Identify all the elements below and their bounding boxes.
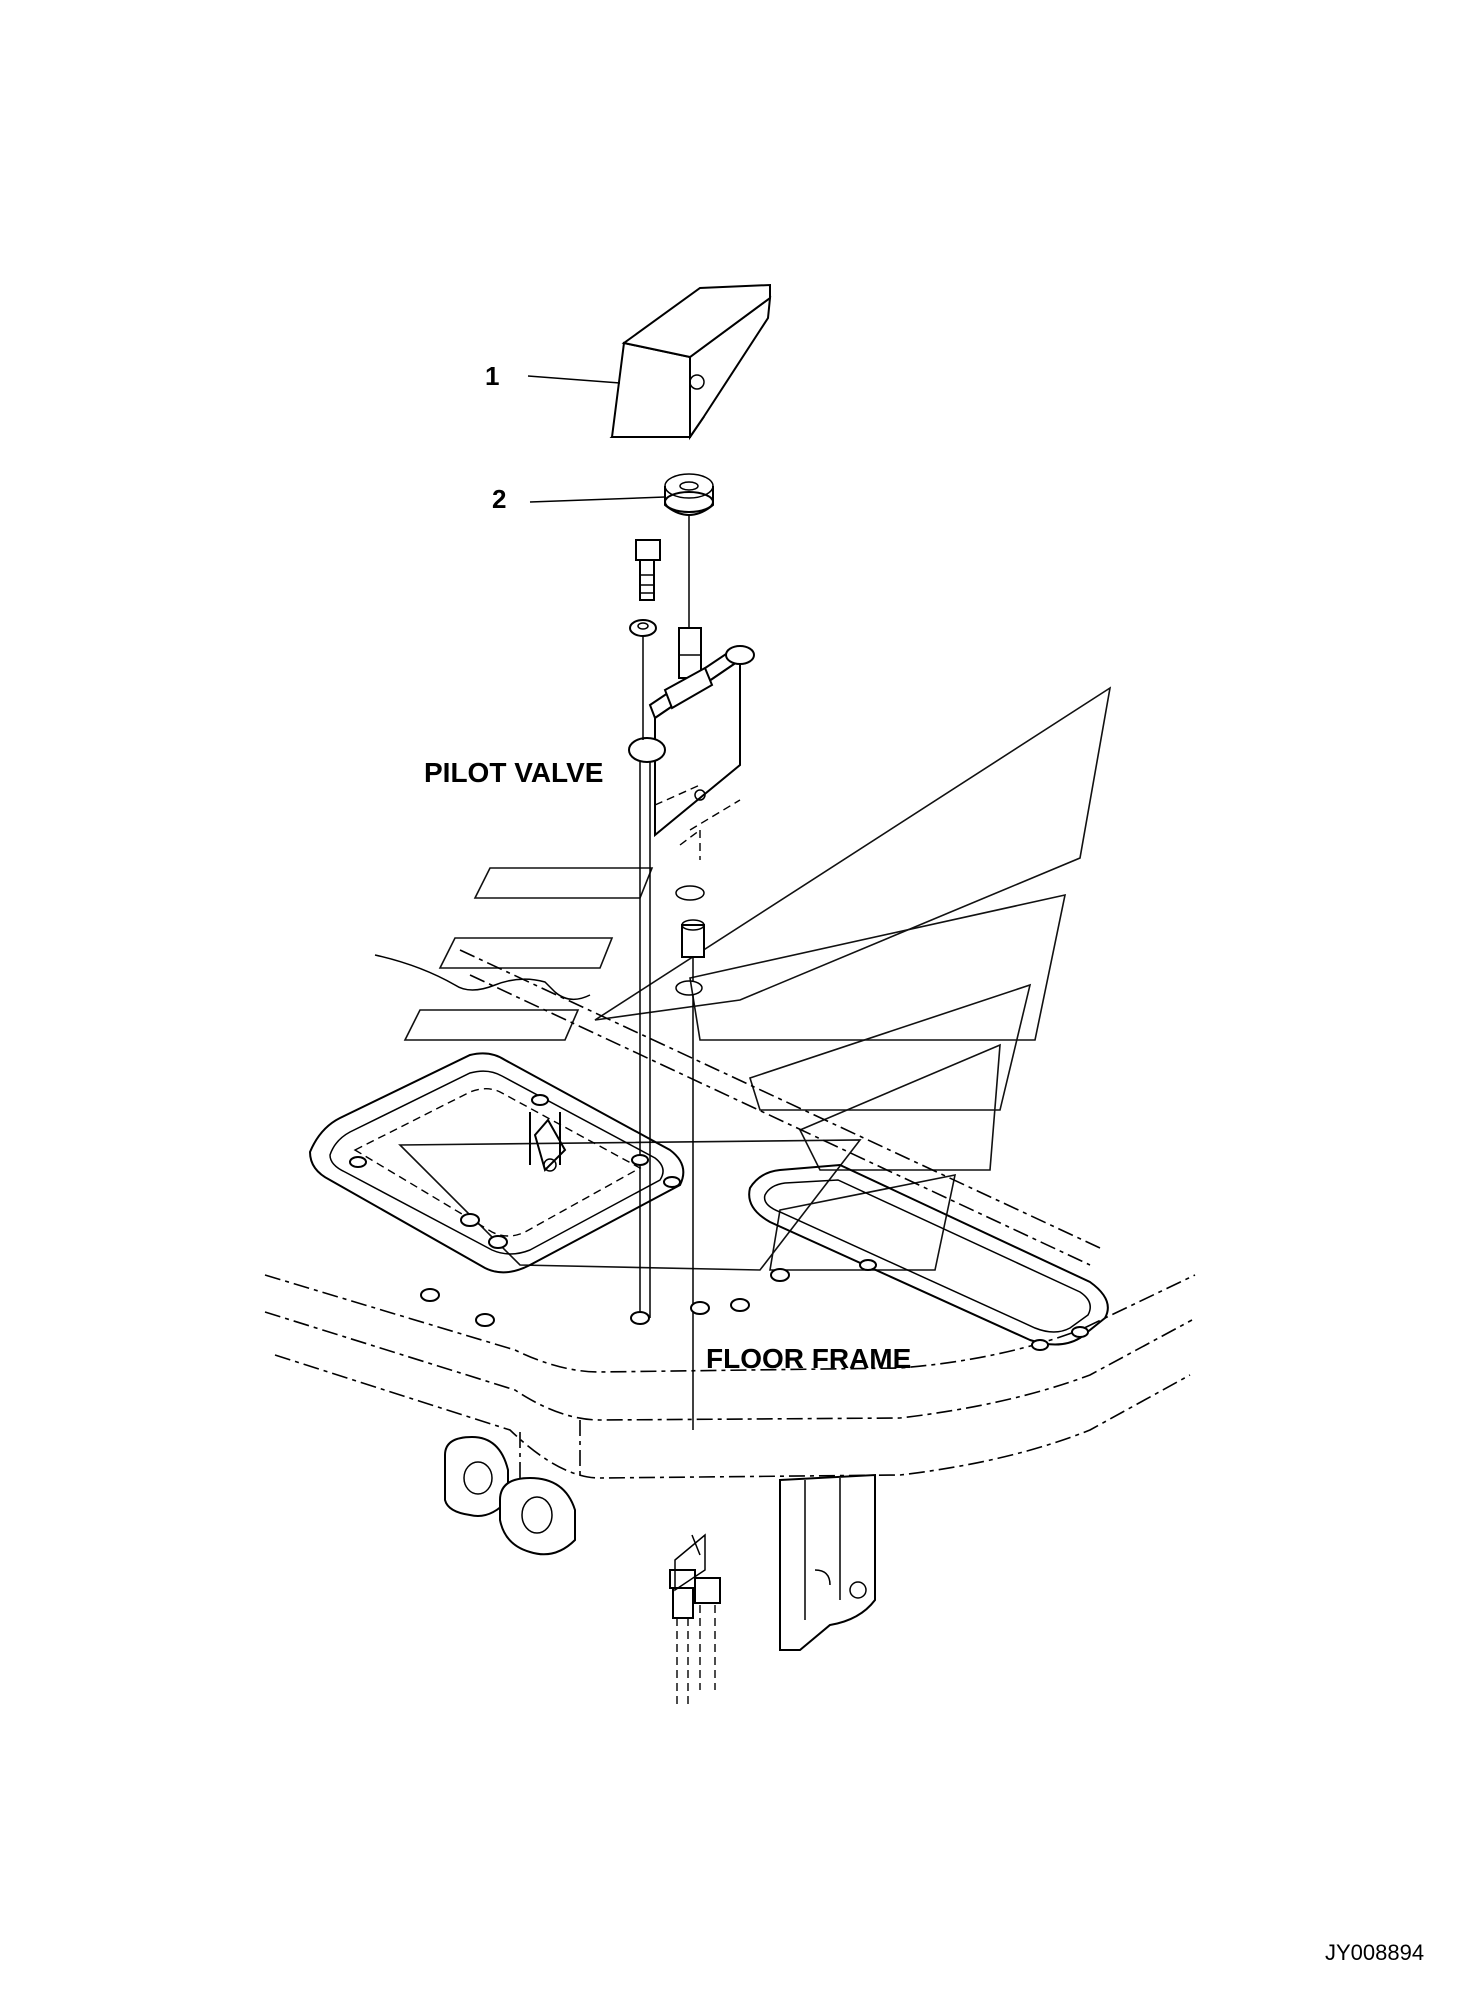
- reference-code: JY008894: [1325, 1940, 1424, 1965]
- bushing-part: [664, 473, 714, 516]
- assembly-lines: [639, 514, 694, 1430]
- floor-frame-label: FLOOR FRAME: [706, 1343, 911, 1374]
- mount-lugs: [444, 1435, 876, 1651]
- leader-lines: [527, 375, 666, 503]
- floor-frame-part: [264, 949, 1196, 1480]
- pilot-valve-label: PILOT VALVE: [424, 757, 603, 788]
- bolt-part: [629, 539, 661, 637]
- callout-2: 2: [492, 484, 506, 514]
- lever-cover-part: [609, 283, 772, 441]
- pilot-valve-part: [628, 627, 755, 860]
- callout-1: 1: [485, 361, 499, 391]
- hose-parts: [669, 1533, 721, 1705]
